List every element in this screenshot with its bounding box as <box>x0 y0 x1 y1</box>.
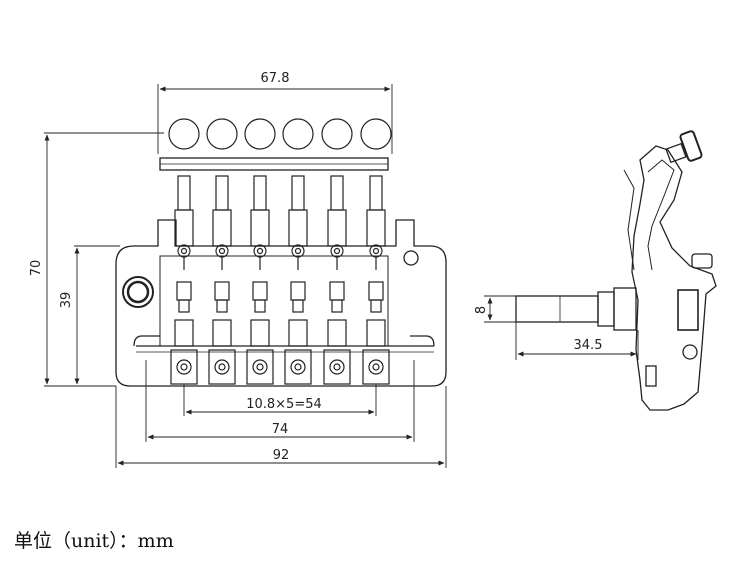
unit-note: 单位（unit）：mm <box>14 530 174 552</box>
saddle <box>244 118 276 385</box>
saddles <box>168 118 392 385</box>
dim-top-width: 67.8 <box>261 71 290 86</box>
dim-post-height: 8 <box>474 306 489 314</box>
dim-string-spacing: 10.8×5=54 <box>246 397 322 412</box>
base-plate <box>115 219 447 387</box>
dim-base-height: 39 <box>59 292 74 309</box>
side-view <box>515 130 717 411</box>
saddle <box>206 118 238 385</box>
front-dimensions <box>44 84 447 468</box>
saddle <box>360 118 392 385</box>
dim-total-height: 70 <box>29 260 44 277</box>
dim-post-length: 34.5 <box>574 338 603 353</box>
pivot-stud <box>122 276 154 308</box>
side-body <box>631 145 717 411</box>
front-view <box>115 157 447 387</box>
side-dimensions <box>484 295 639 360</box>
saddle <box>168 118 200 385</box>
dim-mid-width: 74 <box>272 422 289 437</box>
saddle <box>282 118 314 385</box>
dim-full-width: 92 <box>273 448 290 463</box>
saddle <box>321 118 353 385</box>
mounting-post <box>515 287 637 331</box>
fine-tuner-knob <box>665 130 703 164</box>
front-dimension-labels: 67.8 70 39 10.8×5=54 74 92 <box>29 71 322 463</box>
side-dimension-labels: 8 34.5 <box>474 306 602 353</box>
right-stud <box>403 250 419 266</box>
